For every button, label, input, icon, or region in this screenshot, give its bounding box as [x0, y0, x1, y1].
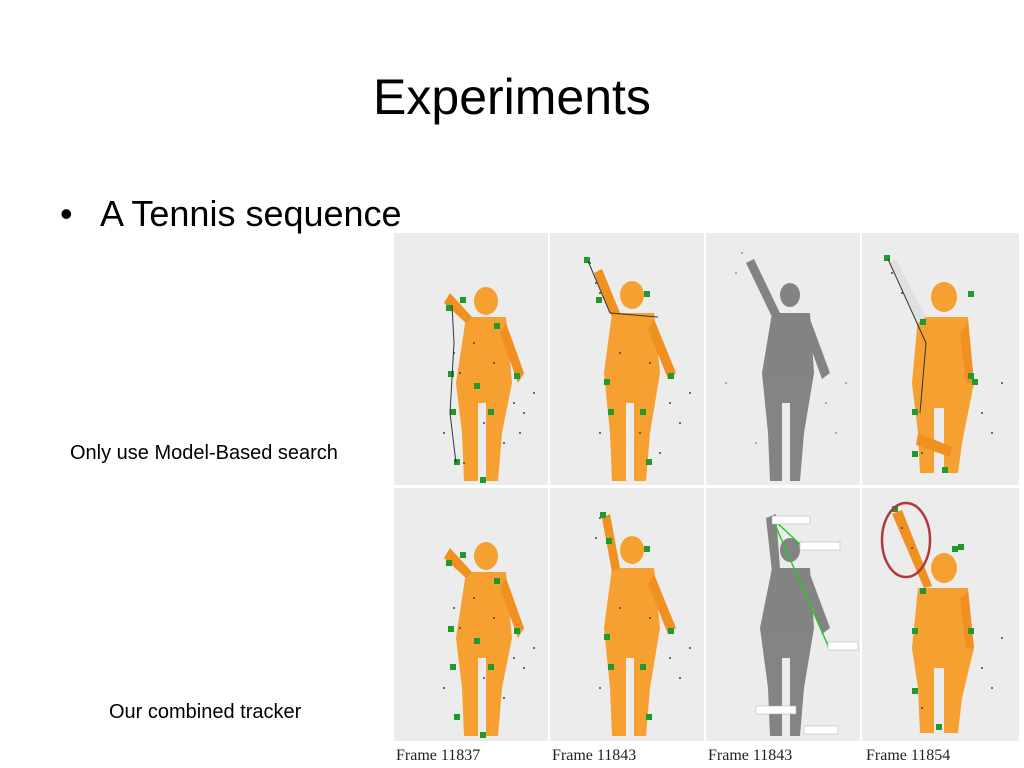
tracked-body-image [443, 287, 535, 483]
point-cloud-image [725, 252, 847, 481]
tracked-body-image [880, 501, 1003, 733]
panel-bottom-frame-2 [550, 488, 704, 741]
frame-caption-2: Frame 11843 [552, 747, 637, 764]
panel-top-frame-1 [394, 233, 548, 485]
row-label-model-based: Only use Model-Based search [70, 442, 338, 464]
bullet-item: • A Tennis sequence [60, 190, 402, 238]
frame-caption-1: Frame 11837 [396, 747, 481, 764]
tracked-body-image [584, 257, 691, 481]
tracking-results-figure [394, 233, 1019, 741]
panel-top-frame-4 [862, 233, 1019, 485]
tracked-body-image [884, 255, 1003, 473]
panel-bottom-frame-1 [394, 488, 548, 741]
panel-bottom-frame-3 [706, 488, 860, 741]
panel-top-frame-3 [706, 233, 860, 485]
tracked-body-image [443, 542, 535, 738]
panel-bottom-frame-4 [862, 488, 1019, 741]
panel-top-frame-2 [550, 233, 704, 485]
frame-caption-3: Frame 11843 [708, 747, 793, 764]
tracked-body-image [595, 512, 691, 736]
highlight-circle [880, 501, 932, 579]
frame-caption-4: Frame 11854 [866, 747, 951, 764]
point-cloud-annotated-image [755, 514, 859, 736]
slide-title: Experiments [373, 69, 651, 125]
bullet-dot-icon: • [60, 193, 73, 234]
frame-captions: Frame 11837 Frame 11843 Frame 11843 Fram… [394, 745, 1019, 767]
bullet-text: A Tennis sequence [100, 193, 402, 234]
row-label-combined-tracker: Our combined tracker [109, 701, 302, 723]
